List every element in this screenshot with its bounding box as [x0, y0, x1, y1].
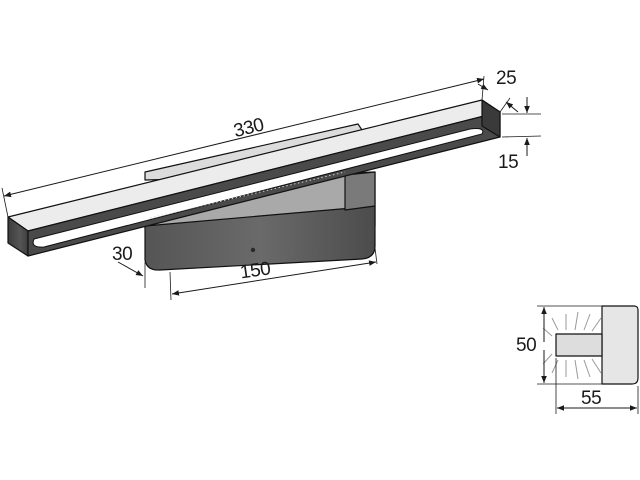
base-screw: [250, 247, 256, 253]
dim-base-width: 150: [169, 247, 378, 301]
dim-height-label: 15: [498, 152, 518, 173]
dim-length-label: 330: [232, 115, 266, 143]
dim-side-depth-label: 55: [581, 388, 601, 409]
dim-base-width-label: 150: [239, 258, 272, 283]
side-view: 50 55: [516, 305, 639, 414]
dim-depth: 25: [477, 68, 519, 113]
dim-side-height-label: 50: [516, 335, 536, 356]
dim-base-depth: 30: [112, 244, 146, 288]
dim-depth-label: 25: [496, 68, 516, 89]
base-block-side: [344, 171, 376, 211]
dim-base-depth-label: 30: [112, 244, 132, 265]
side-wall-box: [601, 305, 639, 385]
dim-height: 15: [498, 97, 542, 173]
side-light-rays: [542, 311, 602, 380]
side-light-bar: [555, 333, 603, 357]
